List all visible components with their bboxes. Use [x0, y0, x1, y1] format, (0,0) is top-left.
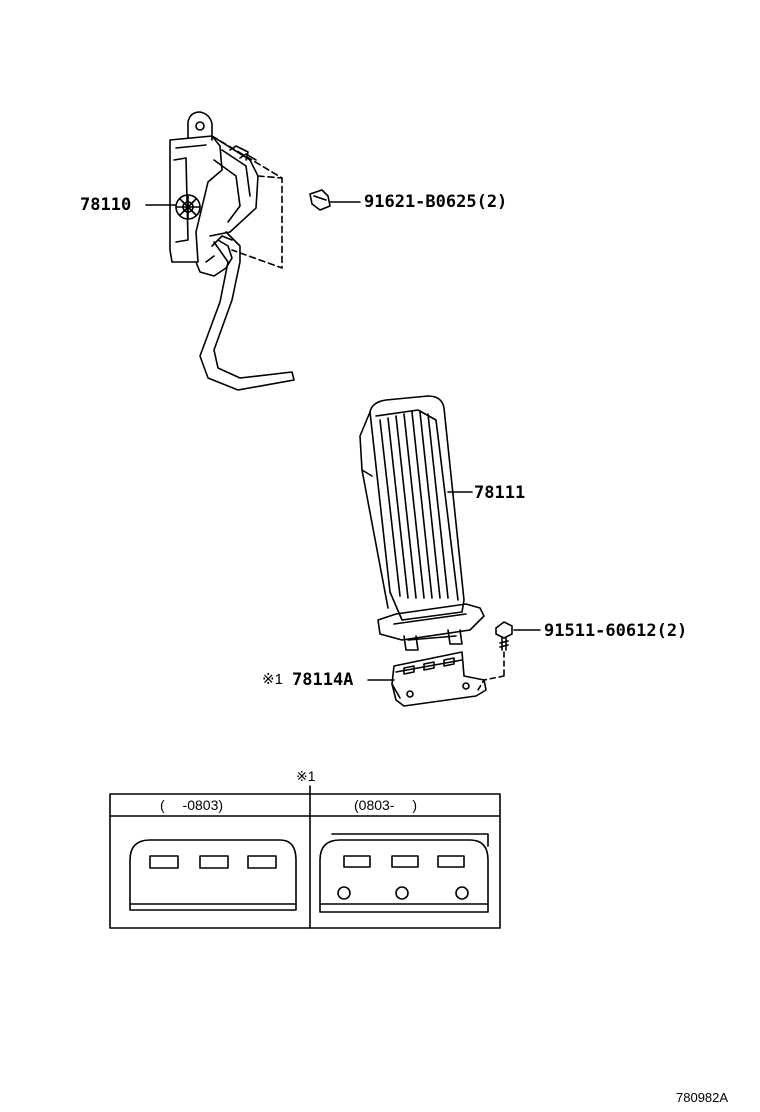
part-label-91621-b0625: 91621-B0625(2): [364, 192, 508, 212]
bracket-drawing: [391, 651, 487, 707]
bolt-lower-drawing: [495, 621, 541, 677]
bracket-note-mark: ※1: [262, 671, 283, 688]
table-note-mark: ※1: [296, 768, 316, 784]
pedal-pad-drawing: [359, 395, 485, 651]
part-label-78111: 78111: [474, 483, 526, 503]
bolt-upper-drawing: [309, 189, 361, 211]
figure-code: 780982A: [676, 1090, 729, 1105]
variant-table: [109, 785, 501, 929]
part-label-78110: 78110: [80, 195, 132, 215]
table-header-right: (0803- ): [354, 797, 418, 813]
table-header-left: ( -0803): [160, 797, 224, 813]
part-label-91511-60612: 91511-60612(2): [544, 621, 688, 641]
part-label-78114a: 78114A: [292, 670, 354, 690]
pedal-assembly-drawing: [169, 111, 295, 391]
bolt-lower-phantom: [477, 675, 505, 691]
